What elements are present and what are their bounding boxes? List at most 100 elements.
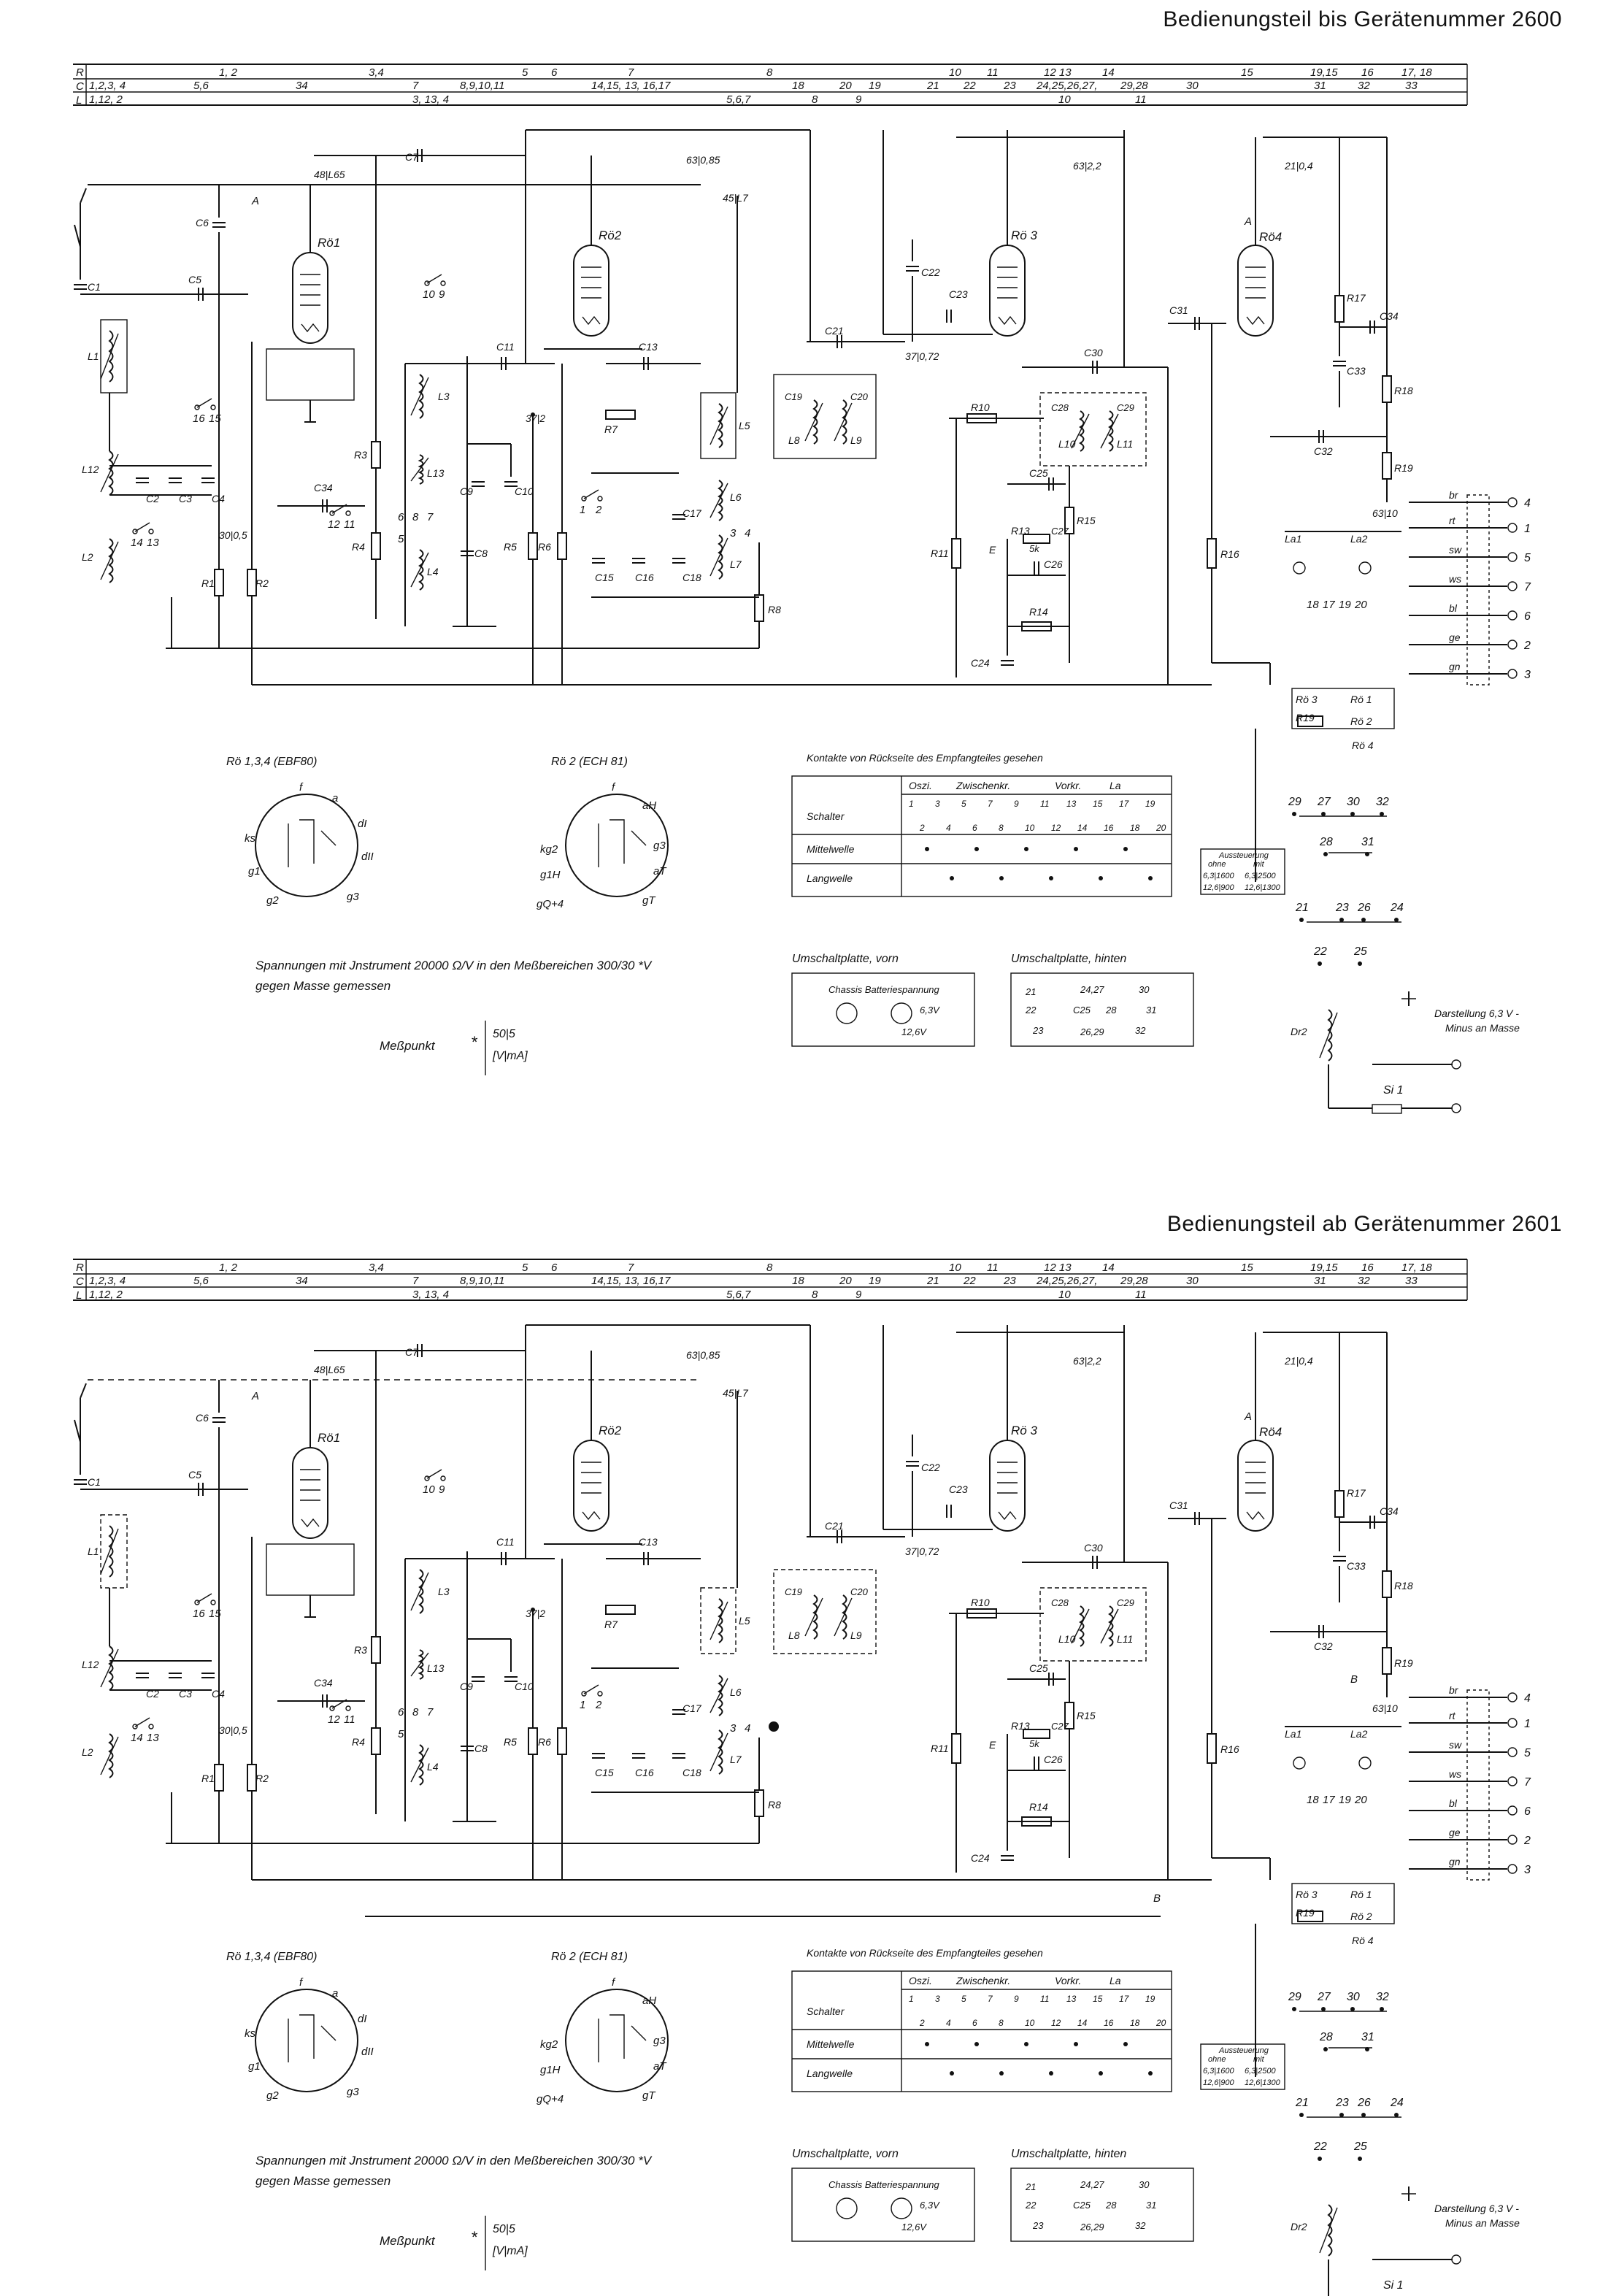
aux-label: Rö 2 <box>1350 1911 1372 1922</box>
wire <box>583 1684 599 1694</box>
contacts-table <box>791 775 1172 897</box>
index-c-cell: 32 <box>1358 80 1370 92</box>
front-plate <box>791 2168 975 2242</box>
contacts-row-label: Langwelle <box>807 2067 853 2079</box>
capacitor-label: C8 <box>474 548 488 559</box>
voltage-label: 48|L65 <box>314 169 345 180</box>
wire <box>582 1510 601 1521</box>
coil-label: L7 <box>730 558 742 570</box>
switch-label: 12 <box>328 1713 340 1726</box>
resistor-label: R13 <box>1011 1720 1030 1732</box>
capacitor-label: C27 <box>1051 1721 1069 1732</box>
capacitor-label: C5 <box>188 1469 201 1481</box>
switch-label: 2 <box>595 504 602 516</box>
index-row-label: R <box>76 1262 84 1274</box>
index-c-cell: 34 <box>296 80 308 92</box>
switch-contact <box>424 280 430 286</box>
voltage-label: 37|2 <box>526 1608 545 1619</box>
contacts-num: 9 <box>1014 1994 1019 2004</box>
wire <box>718 534 723 580</box>
index-c-cell: 22 <box>963 80 976 92</box>
drive-cell: 6,3|2500 <box>1245 2067 1277 2076</box>
switch-contact <box>1323 2047 1328 2051</box>
switch-label: 10 <box>423 288 435 301</box>
contacts-num: 19 <box>1145 1994 1155 2004</box>
plate-number: 22 <box>1025 1005 1037 1015</box>
coil-label: L9 <box>850 1629 862 1641</box>
coil-label: L10 <box>1058 438 1076 450</box>
wire <box>108 538 114 583</box>
wire <box>418 1744 424 1786</box>
connector-pin <box>1507 523 1518 533</box>
index-c-cell: 8,9,10,11 <box>460 1275 504 1287</box>
contacts-num: 20 <box>1155 823 1166 833</box>
terminal-label: E <box>989 544 996 556</box>
switch-label: 3 <box>730 1722 737 1735</box>
voltage-label: 37|0,72 <box>905 1546 939 1557</box>
coil-label: L1 <box>88 1546 99 1557</box>
wire <box>1327 1009 1333 1061</box>
switch-label: 13 <box>147 1732 159 1744</box>
coil-label: L6 <box>730 491 742 503</box>
connector-pin-number: 5 <box>1524 552 1531 564</box>
index-r-cell: 15 <box>1241 1262 1253 1274</box>
junction <box>1148 876 1153 880</box>
plate-number: 32 <box>1135 1025 1146 1036</box>
index-c-cell: 29,28 <box>1120 1275 1148 1287</box>
switch-label: 18 <box>1307 1794 1319 1806</box>
wire-color-label: br <box>1449 1684 1459 1696</box>
switch-contact <box>1394 918 1399 922</box>
capacitor-label: C8 <box>474 1743 488 1754</box>
terminal <box>1451 1103 1461 1113</box>
drive-title: Aussteuerung <box>1218 851 1269 860</box>
capacitor-label: C34 <box>1380 310 1399 322</box>
if-filter-box <box>773 374 877 459</box>
index-l-cell: 5,6,7 <box>726 93 751 106</box>
index-r-cell: 10 <box>949 1262 961 1274</box>
index-c-cell: 33 <box>1405 1275 1418 1287</box>
voltage-label: 21|0,4 <box>1284 1355 1313 1367</box>
resistor <box>528 1727 538 1755</box>
resistor-label: R4 <box>352 541 365 553</box>
terminal-label: A <box>1244 215 1252 228</box>
switch-number: 31 <box>1361 836 1374 848</box>
index-c-cell: 21 <box>926 80 939 92</box>
switch-number: 31 <box>1361 2031 1374 2043</box>
index-r-cell: 5 <box>522 66 528 79</box>
tube-label: Rö4 <box>1259 1425 1282 1439</box>
tube-pin-label: f <box>299 781 304 794</box>
drive-cell: 12,6|900 <box>1203 2078 1235 2087</box>
index-c-cell: 18 <box>792 80 804 92</box>
tube-base-title: Rö 1,3,4 (EBF80) <box>226 1951 318 1963</box>
tube-pin-label: dII <box>361 2046 374 2058</box>
wire <box>1319 1012 1338 1059</box>
note-label: Minus an Masse <box>1445 1022 1520 1034</box>
switch-number: 21 <box>1295 902 1309 914</box>
coil-label: L11 <box>1117 1633 1133 1645</box>
index-r-cell: 14 <box>1102 1262 1115 1274</box>
contacts-num: 5 <box>961 1994 966 2004</box>
contacts-num: 19 <box>1145 799 1155 809</box>
plate-number: 24,27 <box>1080 984 1104 995</box>
index-l-cell: 9 <box>855 93 862 106</box>
wire-color-label: br <box>1449 489 1459 501</box>
wire <box>1079 410 1085 452</box>
resistor-label: R14 <box>1029 606 1048 618</box>
tube-label: Rö1 <box>318 236 340 250</box>
junction <box>950 2071 954 2076</box>
tube-pin-label: dII <box>361 851 374 863</box>
aux-label: Rö 4 <box>1352 740 1374 751</box>
measure-note: gegen Masse gemessen <box>255 2174 391 2188</box>
resistor <box>1297 715 1323 727</box>
test-point <box>769 1721 779 1732</box>
switch-label: 6 <box>398 511 404 523</box>
plate-number: 30 <box>1139 984 1150 995</box>
index-c-cell: 19 <box>869 80 881 92</box>
plate-number: 21 <box>1025 2181 1036 2192</box>
connector-pin <box>1507 1805 1518 1816</box>
contacts-num: 20 <box>1155 2018 1166 2028</box>
index-c-cell: 7 <box>412 80 419 92</box>
tube-pin-label: gQ+4 <box>537 898 564 910</box>
contacts-group: Oszi. <box>909 1975 932 1986</box>
